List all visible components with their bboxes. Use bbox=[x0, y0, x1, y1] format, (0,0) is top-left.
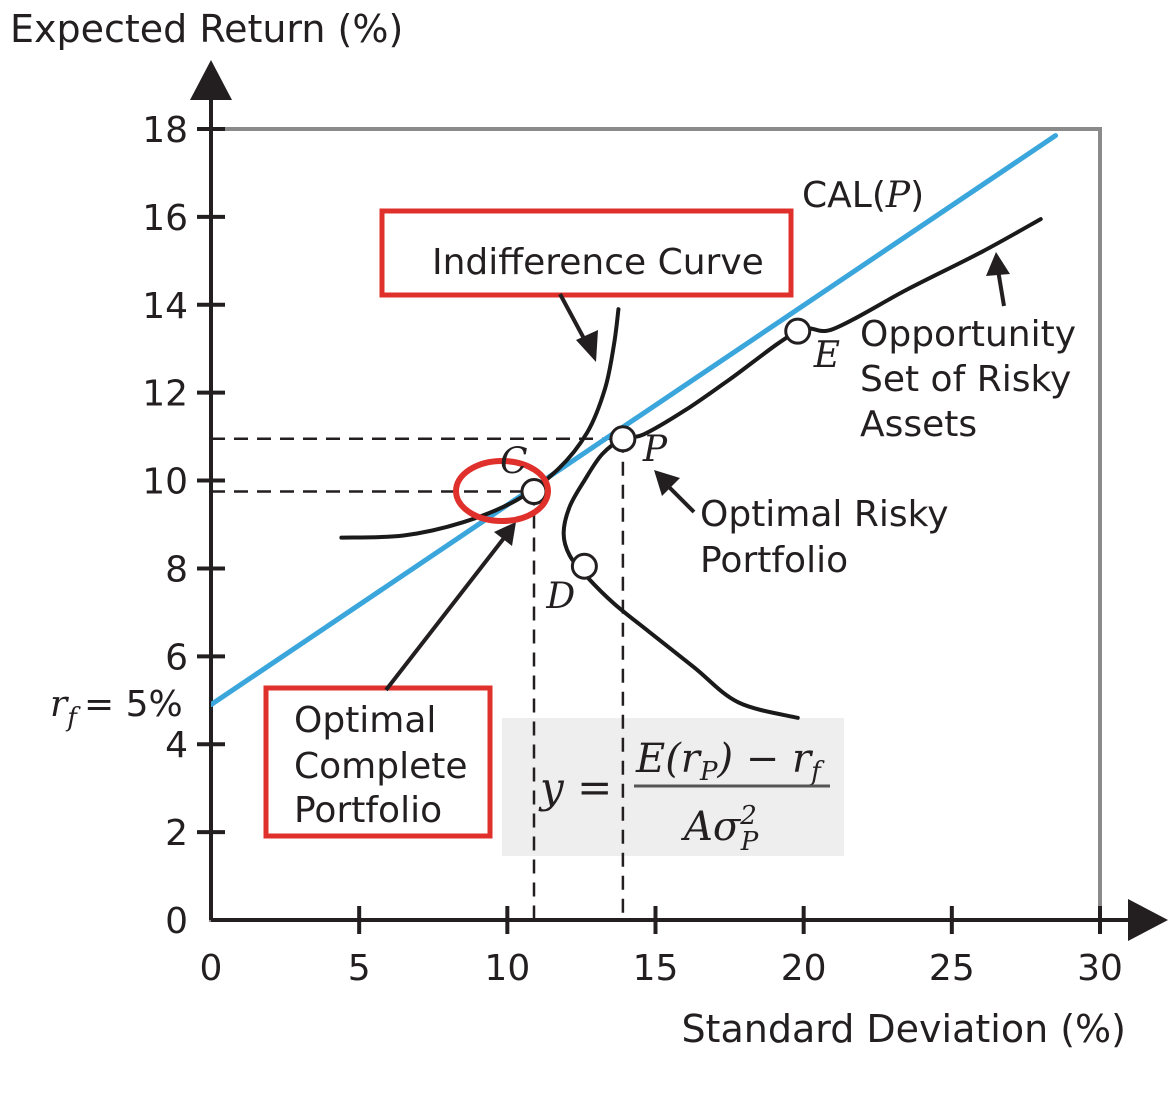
series-cal bbox=[211, 133, 1059, 708]
x-axis-title: Standard Deviation (%) bbox=[681, 1007, 1126, 1051]
opportunity-line-3: Assets bbox=[860, 404, 977, 445]
point-D bbox=[570, 552, 598, 580]
optimal-complete-label: Optimal Complete Portfolio bbox=[294, 700, 479, 831]
x-tick-label: 20 bbox=[781, 948, 827, 989]
point-label-P: P bbox=[642, 429, 668, 470]
x-tick-label: 0 bbox=[200, 948, 223, 989]
formula-lhs: y = bbox=[538, 763, 612, 812]
opportunity-pointer-arrow bbox=[996, 269, 1006, 307]
y-tick-label: 10 bbox=[142, 462, 188, 503]
x-tick-label: 10 bbox=[484, 948, 530, 989]
indifference-label-box bbox=[379, 208, 794, 298]
optimal-risky-line-2: Portfolio bbox=[700, 540, 848, 581]
indifference-label: Indifference Curve bbox=[432, 242, 764, 283]
optimal-complete-line-3: Portfolio bbox=[294, 790, 442, 831]
cal-label: CAL(P) bbox=[802, 175, 924, 216]
y-tick-label: 4 bbox=[165, 725, 188, 766]
optimal-complete-pointer-arrowhead bbox=[494, 522, 516, 546]
y-tick-label: 6 bbox=[165, 637, 188, 678]
x-tick-label: 25 bbox=[929, 948, 975, 989]
optimal-complete-line-1: Optimal bbox=[294, 700, 436, 741]
y-tick-label: 12 bbox=[142, 374, 188, 415]
rf-value-label: = 5% bbox=[84, 684, 183, 725]
optimal-risky-label: Optimal Risky Portfolio bbox=[700, 494, 960, 581]
complete-portfolio-highlight bbox=[453, 458, 551, 524]
opportunity-line-2: Set of Risky bbox=[860, 359, 1071, 400]
series-opportunity-set bbox=[561, 217, 1043, 720]
y-tick-label: 8 bbox=[165, 549, 188, 590]
pointer-arrows bbox=[384, 252, 1010, 692]
y-tick-label: 14 bbox=[142, 286, 188, 327]
opportunity-label: Opportunity Set of Risky Assets bbox=[860, 314, 1088, 445]
y-tick-label: 2 bbox=[165, 813, 188, 854]
opportunity-line-1: Opportunity bbox=[860, 314, 1076, 355]
point-label-E: E bbox=[813, 335, 840, 376]
x-axis-arrow bbox=[1128, 899, 1168, 941]
point-label-C: C bbox=[500, 442, 528, 483]
optimal-risky-pointer-arrow bbox=[664, 482, 696, 514]
x-tick-label: 15 bbox=[633, 948, 679, 989]
optimal-complete-line-2: Complete bbox=[294, 746, 468, 787]
y-tick-label: 0 bbox=[165, 901, 188, 942]
optimal-risky-pointer-arrowhead bbox=[654, 470, 680, 496]
optimal-complete-pointer-arrow bbox=[384, 536, 506, 692]
point-C bbox=[520, 478, 548, 506]
x-tick-label: 5 bbox=[348, 948, 371, 989]
point-label-D: D bbox=[545, 576, 575, 617]
indifference-pointer-arrowhead bbox=[576, 330, 598, 362]
x-tick-label: 30 bbox=[1077, 948, 1123, 989]
optimal-risky-line-1: Optimal Risky bbox=[700, 494, 949, 535]
point-P bbox=[609, 425, 637, 453]
point-E bbox=[784, 317, 812, 345]
formula-numerator: E(rP) − rf bbox=[635, 736, 825, 787]
y-axis-title: Expected Return (%) bbox=[10, 7, 403, 51]
opportunity-pointer-arrowhead bbox=[986, 252, 1010, 276]
y-tick-label: 16 bbox=[142, 198, 188, 239]
series-indifference-curve bbox=[339, 307, 621, 540]
y-tick-label: 18 bbox=[142, 110, 188, 151]
rf-label: rf bbox=[50, 684, 81, 733]
y-axis-arrow bbox=[190, 60, 232, 100]
optimal-complete-label-box bbox=[263, 685, 493, 839]
